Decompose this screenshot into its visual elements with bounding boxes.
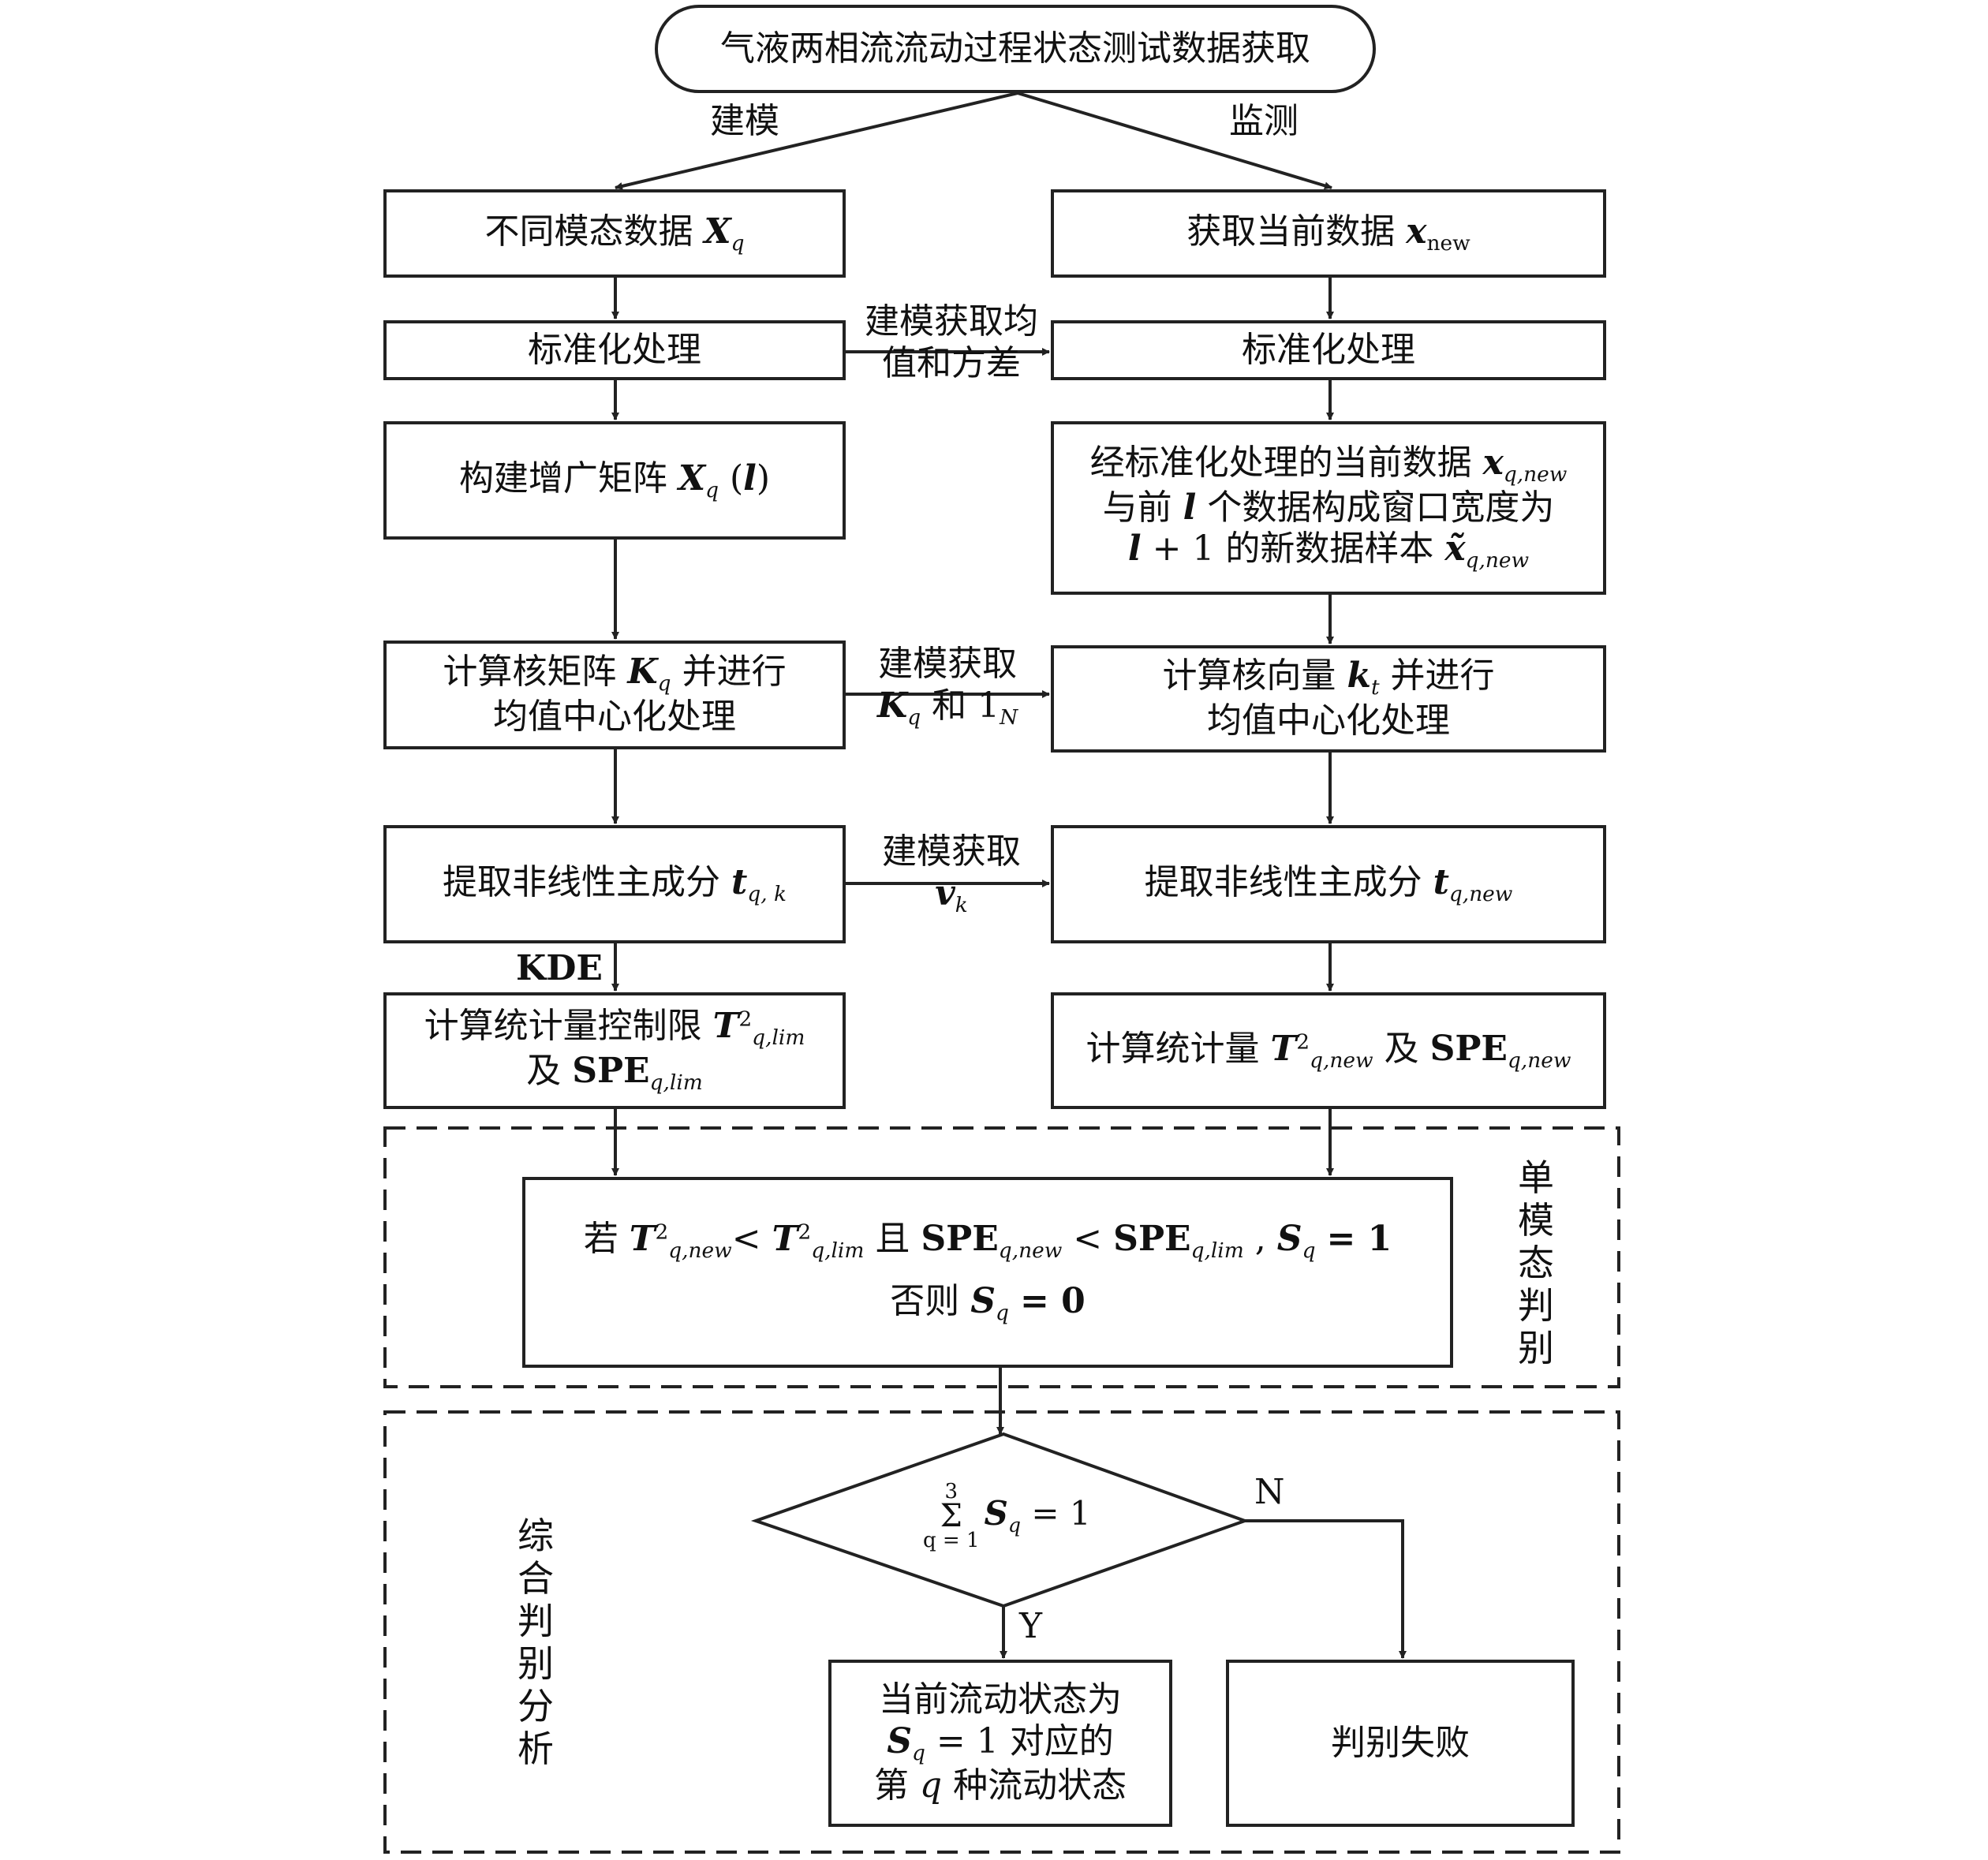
flow-state-result-box: 当前流动状态为 Sq = 1 对应的 第 q 种流动状态	[828, 1660, 1172, 1827]
window-sample-box: 经标准化处理的当前数据 xq,new 与前 l 个数据构成窗口宽度为 l + 1…	[1051, 421, 1606, 595]
start-terminal: 气液两相流流动过程状态测试数据获取	[655, 5, 1376, 93]
judgment-failed-box: 判别失败	[1226, 1660, 1575, 1827]
arrow-no	[1245, 1519, 1407, 1659]
control-limit-box: 计算统计量控制限 T2q,lim 及 SPEq,lim	[383, 992, 846, 1109]
extract-components-box: 提取非线性主成分 tq, k	[383, 825, 846, 943]
single-mode-frame	[383, 1126, 1620, 1388]
kde-label: KDE	[516, 948, 603, 988]
arrow-start-to-modeling	[615, 92, 1018, 190]
monitoring-branch-label: 监测	[1229, 101, 1299, 141]
mean-variance-label: 建模获取均 值和方差	[865, 301, 1038, 383]
arrow-start-to-monitoring	[1017, 92, 1332, 190]
no-label: N	[1254, 1472, 1285, 1512]
compute-statistics-box: 计算统计量 T2q,new 及 SPEq,new	[1051, 992, 1606, 1109]
kernel-vector-box: 计算核向量 kt 并进行 均值中心化处理	[1051, 645, 1606, 753]
combined-analysis-label: 综 合 判 别 分 析	[518, 1515, 554, 1770]
augmented-matrix-box: 构建增广矩阵 Xq (l)	[383, 421, 846, 540]
right-standardize-box: 标准化处理	[1051, 320, 1606, 380]
single-mode-decision-box: 若 T2q,new< T2q,lim 且 SPEq,new < SPEq,lim…	[522, 1177, 1453, 1368]
eigenvector-transfer-label: 建模获取 vk	[882, 831, 1021, 918]
kernel-matrix-box: 计算核矩阵 Kq 并进行 均值中心化处理	[383, 641, 846, 749]
multi-mode-data-box: 不同模态数据 Xq	[383, 189, 846, 278]
acquire-current-data-box: 获取当前数据 xnew	[1051, 189, 1606, 278]
sum-condition-text: 3 Σ q = 1 Sq = 1	[923, 1480, 1091, 1552]
kernel-matrix-transfer-label: 建模获取 Kq 和 1N	[877, 644, 1018, 730]
extract-new-components-box: 提取非线性主成分 tq,new	[1051, 825, 1606, 943]
yes-label: Y	[1019, 1606, 1043, 1646]
left-standardize-box: 标准化处理	[383, 320, 846, 380]
modeling-branch-label: 建模	[710, 101, 779, 141]
single-mode-judgment-label: 单 模 态 判 别	[1518, 1156, 1554, 1369]
